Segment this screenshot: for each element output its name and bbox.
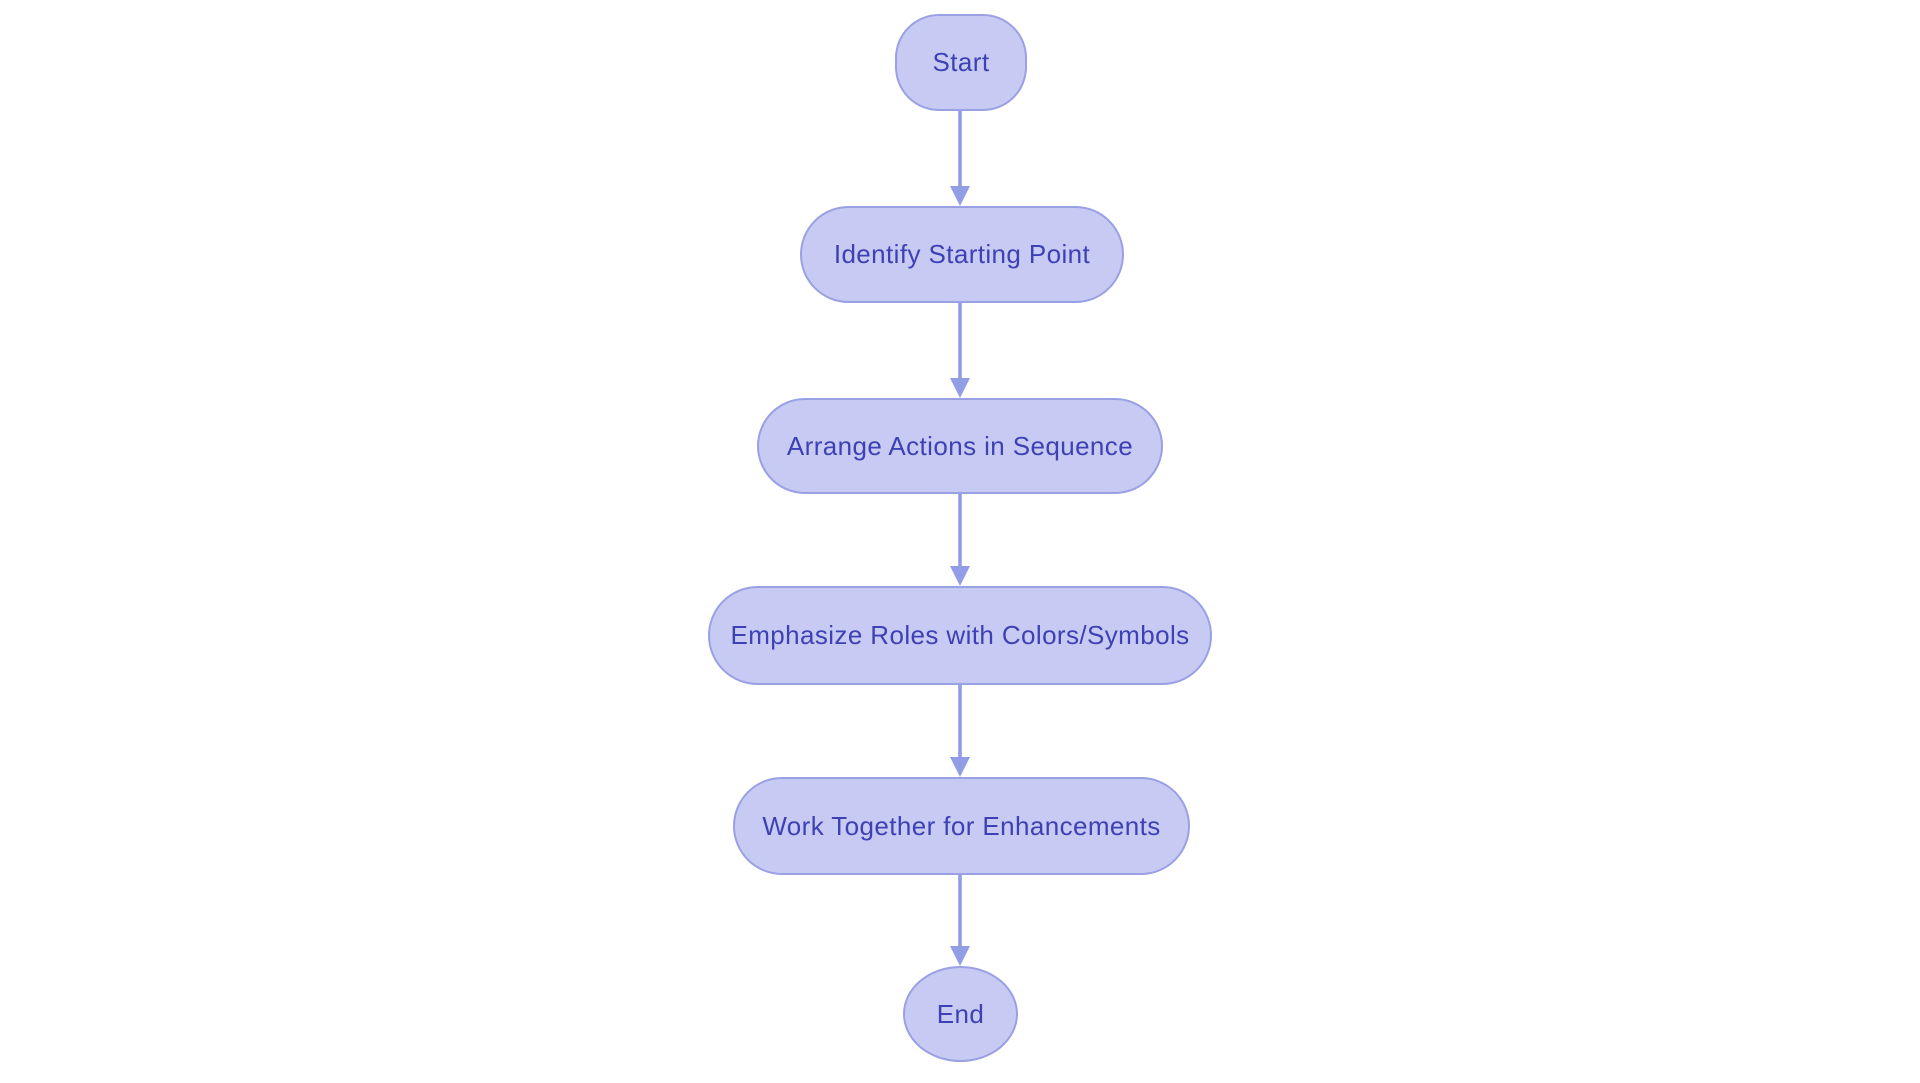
node-identify-label: Identify Starting Point: [833, 239, 1091, 269]
node-emphasize-label: Emphasize Roles with Colors/Symbols: [730, 620, 1190, 650]
arrow-start-to-identify: [950, 111, 970, 206]
arrow-emphasize-to-work: [950, 685, 970, 777]
node-emphasize-roles: Emphasize Roles with Colors/Symbols: [708, 586, 1212, 685]
arrow-work-to-end: [950, 875, 970, 966]
node-identify-starting-point: Identify Starting Point: [800, 206, 1124, 303]
node-start: Start: [895, 14, 1027, 111]
node-work-label: Work Together for Enhancements: [762, 810, 1161, 841]
node-arrange-actions: Arrange Actions in Sequence: [757, 398, 1163, 494]
arrow-arrange-to-emphasize: [950, 494, 970, 586]
node-work-together: Work Together for Enhancements: [733, 777, 1190, 875]
node-end: End: [903, 966, 1018, 1062]
node-arrange-label: Arrange Actions in Sequence: [786, 430, 1134, 461]
node-end-label: End: [936, 998, 985, 1029]
arrow-identify-to-arrange: [950, 303, 970, 398]
node-start-label: Start: [932, 47, 990, 77]
